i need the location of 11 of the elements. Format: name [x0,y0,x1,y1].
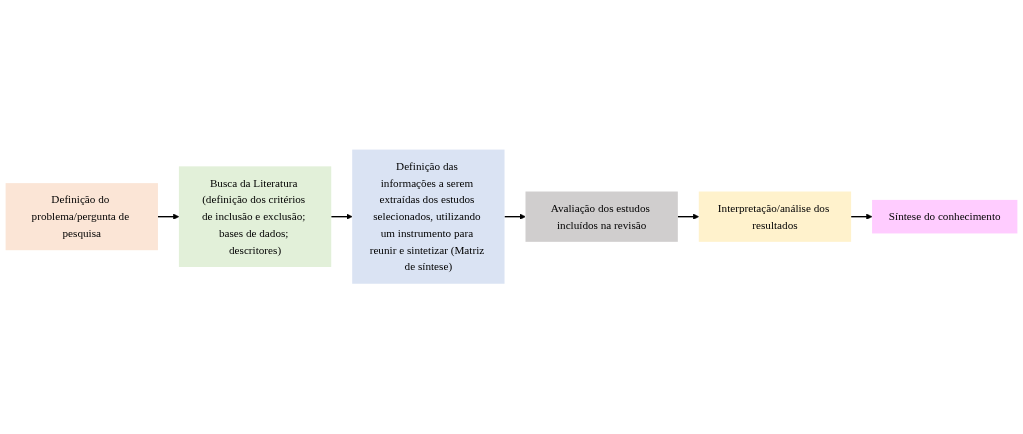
node-box: Busca da Literatura (definição dos critérios de inclusão e exclusão; bases de dados; descritores) [178,166,332,268]
arrow [677,213,700,221]
arrow [157,213,180,221]
arrow [330,213,353,221]
node-box: Interpretação/análise dos resultados [698,191,852,243]
arrow [503,213,526,221]
node-box: Avaliação dos estudos incluídos na revisão [525,191,678,243]
node-box: Definição das informações a serem extraídas dos estudos selecionados, utilizando um instrumento para reunir e sintetizar (Matriz de síntese) [352,149,505,285]
node-box: Síntese do conhecimento [872,200,1018,234]
node-box: Definição do problema/pergunta de pesquisa [5,183,158,251]
arrow [850,213,873,221]
